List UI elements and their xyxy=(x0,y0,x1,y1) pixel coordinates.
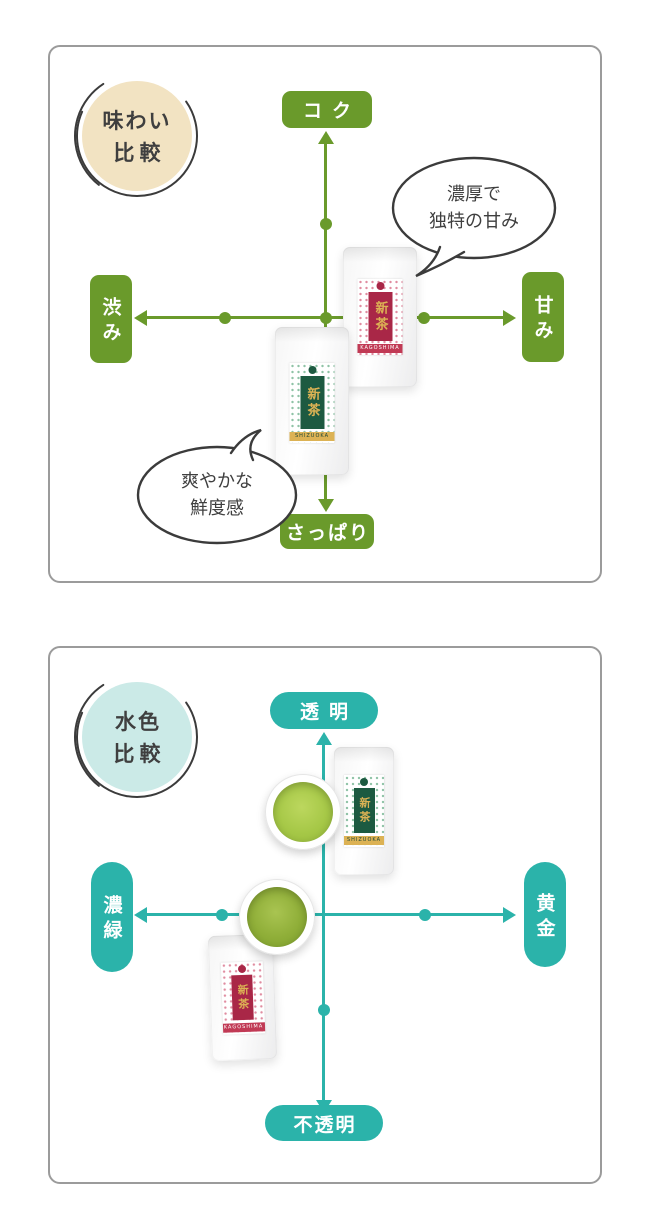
badge-title-line1: 味わい xyxy=(102,109,172,133)
package-region-band: KAGOSHIMA xyxy=(222,1022,265,1033)
axis-label-koku: コク xyxy=(282,91,372,128)
arrow-right-icon xyxy=(503,310,516,326)
bubble-text: 爽やかな 鮮度感 xyxy=(133,439,301,551)
axis-dot xyxy=(320,312,332,324)
axis-dot xyxy=(216,909,228,921)
taste-comparison-badge: 味わい 比較 xyxy=(74,73,200,199)
shizuoka-tea-cup xyxy=(265,774,341,850)
axis-label-noryoku: 濃緑 xyxy=(91,862,133,972)
badge-circle-fill xyxy=(82,682,192,792)
axis-dot xyxy=(219,312,231,324)
shizuoka-tea-package: 新茶 SHIZUOKA xyxy=(275,327,349,475)
shizuoka-tea-package: 新茶 SHIZUOKA xyxy=(334,747,394,875)
label-strip: 新茶 xyxy=(300,376,324,429)
badge-title-line1: 水色 xyxy=(115,710,161,734)
badge-title-line2: 比較 xyxy=(113,141,166,165)
label-strip: 新茶 xyxy=(231,974,254,1021)
speech-bubble-fresh-feeling: 爽やかな 鮮度感 xyxy=(133,428,301,555)
package-title: 新茶 xyxy=(304,386,320,419)
axis-label-sappari: さっぱり xyxy=(280,514,374,549)
badge-circle-fill xyxy=(82,81,192,191)
axis-label-futomei: 不透明 xyxy=(265,1105,383,1141)
kagoshima-tea-package: 新茶 KAGOSHIMA xyxy=(343,247,417,387)
package-title: 新茶 xyxy=(358,796,371,825)
arrow-right-icon xyxy=(503,907,516,923)
shizuoka-package-label: 新茶 SHIZUOKA xyxy=(344,775,384,847)
speech-bubble-shape xyxy=(136,428,298,545)
crest-icon xyxy=(376,282,384,290)
hand-drawn-ring-icon xyxy=(74,674,200,800)
arrow-up-icon xyxy=(318,131,334,144)
arrow-left-icon xyxy=(134,907,147,923)
liquor-color-comparison-card: 水色 比較 透明 不透明 濃緑 黄金 新茶 SHIZUOKA 新茶 KAGOSH… xyxy=(48,646,602,1184)
taste-comparison-card: 味わい 比較 コク さっぱり 渋み 甘み 新茶 KAGOSHIMA 新茶 SHI… xyxy=(48,45,602,583)
badge-title: 味わい 比較 xyxy=(82,81,192,191)
label-strip: 新茶 xyxy=(353,788,375,833)
arrow-up-icon xyxy=(316,732,332,745)
bubble-line2: 独特の甘み xyxy=(429,211,519,232)
crest-icon xyxy=(360,778,368,786)
shizuoka-tea-liquor xyxy=(273,782,333,842)
crest-icon xyxy=(308,366,316,374)
kagoshima-tea-liquor xyxy=(247,887,307,947)
package-region-band: KAGOSHIMA xyxy=(357,344,403,353)
axis-dot xyxy=(419,909,431,921)
package-region-band: SHIZUOKA xyxy=(344,836,384,845)
bubble-line2: 鮮度感 xyxy=(190,498,244,519)
speech-bubble-shape xyxy=(391,156,557,278)
package-title: 新茶 xyxy=(372,300,388,333)
arrow-down-icon xyxy=(318,499,334,512)
bubble-text: 濃厚で 独特の甘み xyxy=(388,155,560,261)
arrow-left-icon xyxy=(134,310,147,326)
package-title: 新茶 xyxy=(236,983,250,1012)
speech-bubble-rich-sweetness: 濃厚で 独特の甘み xyxy=(388,155,560,283)
axis-label-tomei: 透明 xyxy=(270,692,378,729)
hand-drawn-ring-icon xyxy=(74,73,200,199)
liquor-horizontal-axis xyxy=(147,913,503,916)
axis-label-shibumi: 渋み xyxy=(90,275,132,363)
shizuoka-package-label: 新茶 SHIZUOKA xyxy=(289,363,335,443)
liquor-comparison-badge: 水色 比較 xyxy=(74,674,200,800)
axis-dot xyxy=(418,312,430,324)
kagoshima-tea-cup xyxy=(239,879,315,955)
axis-label-ougon: 黄金 xyxy=(524,862,566,967)
label-strip: 新茶 xyxy=(368,292,392,341)
liquor-vertical-axis xyxy=(322,743,325,1100)
axis-dot xyxy=(318,1004,330,1016)
badge-title: 水色 比較 xyxy=(82,682,192,792)
axis-label-amami: 甘み xyxy=(522,272,564,362)
kagoshima-package-label: 新茶 KAGOSHIMA xyxy=(357,279,403,355)
badge-title-line2: 比較 xyxy=(113,742,166,766)
crest-icon xyxy=(237,964,246,974)
axis-dot xyxy=(320,218,332,230)
bubble-line1: 濃厚で xyxy=(447,184,501,205)
package-region-band: SHIZUOKA xyxy=(289,432,335,441)
bubble-line1: 爽やかな xyxy=(181,471,253,492)
kagoshima-package-label: 新茶 KAGOSHIMA xyxy=(220,961,265,1035)
